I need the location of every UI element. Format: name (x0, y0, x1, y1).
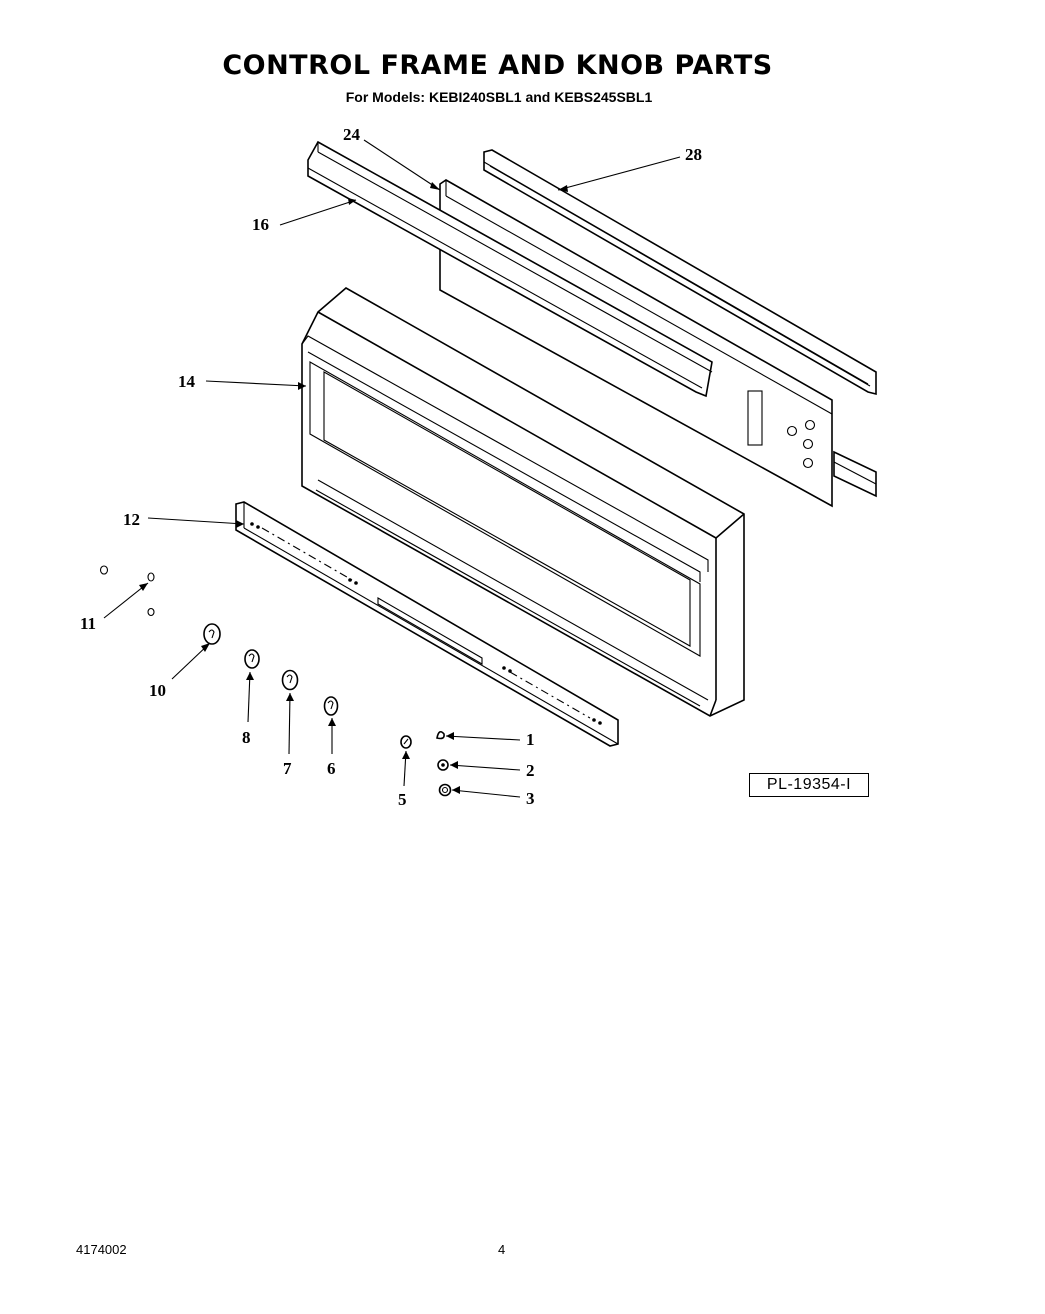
part-16-trim-strip (307, 140, 713, 398)
part-14-control-frame (301, 287, 745, 717)
part-28-lower-rail (833, 450, 877, 498)
page-title: CONTROL FRAME AND KNOB PARTS (222, 50, 773, 81)
part-3-washer (438, 783, 452, 797)
page-number: 4 (498, 1242, 506, 1257)
part-11-clips (99, 565, 155, 617)
part-28-rail (483, 149, 877, 396)
callout-28: 28 (685, 145, 702, 164)
callout-14: 14 (178, 372, 196, 391)
callout-16: 16 (252, 215, 269, 234)
callout-10: 10 (149, 681, 166, 700)
part-7-knob (281, 669, 299, 691)
part-8-knob (244, 649, 260, 669)
callout-7: 7 (283, 759, 292, 778)
callout-8: 8 (242, 728, 251, 747)
part-1-knob (436, 730, 445, 740)
part-6-knob (323, 696, 339, 716)
callout-3: 3 (526, 789, 535, 808)
plate-id-box: PL-19354-I (749, 773, 869, 797)
page-subtitle: For Models: KEBI240SBL1 and KEBS245SBL1 (345, 89, 653, 105)
callout-5: 5 (398, 790, 407, 809)
part-12-bezel-strip (235, 501, 619, 747)
callout-6: 6 (327, 759, 336, 778)
callout-1: 1 (526, 730, 535, 749)
callout-11: 11 (80, 614, 96, 633)
callout-labels: 24 28 16 14 12 11 10 8 7 6 5 1 2 3 (80, 125, 702, 809)
part-5-knob (400, 735, 412, 749)
callout-2: 2 (526, 761, 535, 780)
doc-number: 4174002 (76, 1242, 127, 1257)
part-10-knob (203, 623, 221, 645)
callout-12: 12 (123, 510, 140, 529)
leader-lines (103, 139, 681, 798)
callout-24: 24 (343, 125, 361, 144)
part-2-washer (437, 759, 449, 771)
